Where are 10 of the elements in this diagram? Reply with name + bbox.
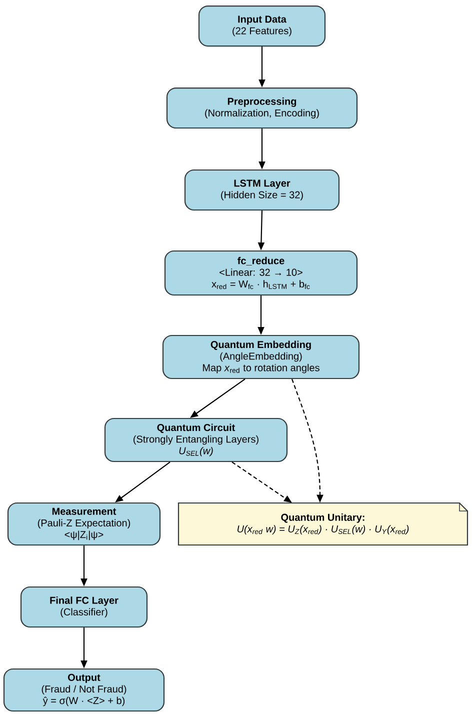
process-box: Output (Fraud / Not Fraud) ŷ = σ(W · <Z> + b) bbox=[3, 668, 165, 712]
process-box: Preprocessing (Normalization, Encoding) bbox=[166, 87, 358, 129]
process-box: Input Data (22 Features) bbox=[198, 5, 326, 47]
process-box: fc_reduce <Linear: 32 → 10> x$_{red}$ = W$_{fc}$ · h$_{LSTM}$ + b$_{fc}$ bbox=[164, 250, 358, 296]
note-box: Quantum Unitary: U(x$_{red}$ w) = U$_{Z}$(x$_{red}$) · U$_{SEL}$(w) · U$_{Y}$(x$_{red}$) bbox=[178, 502, 468, 546]
process-box: Quantum Embedding (AngleEmbedding) Map x$_{red}$ to rotation angles bbox=[162, 334, 360, 380]
process-box: LSTM Layer (Hidden Size = 32) bbox=[184, 169, 340, 211]
process-box: Final FC Layer (Classifier) bbox=[20, 586, 148, 628]
process-box: Measurement (Pauli-Z Expectation) <ψ|Z$_{i}$|ψ> bbox=[7, 502, 161, 546]
process-box: Quantum Circuit (Strongly Entangling Layers) U$_{SEL}$(w) bbox=[104, 418, 288, 462]
